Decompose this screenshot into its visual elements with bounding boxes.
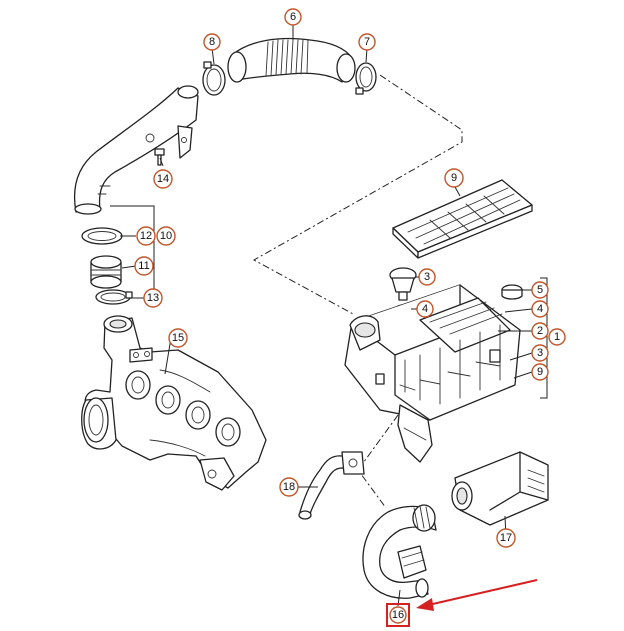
callout-4-group: 4	[531, 300, 549, 318]
callout-9-filter: 9	[444, 168, 464, 188]
callout-4-grommet: 4	[416, 300, 434, 318]
part-9-air-filter	[392, 179, 533, 259]
callout-13: 13	[143, 288, 163, 308]
callout-4-grommet-label: 4	[422, 303, 428, 315]
part-18-breather-hose	[298, 451, 365, 520]
callout-8-label: 8	[209, 36, 215, 48]
callout-11: 11	[134, 256, 154, 276]
callout-16: 16	[389, 606, 407, 624]
callout-1: 1	[548, 328, 566, 346]
callout-1-label: 1	[554, 331, 560, 343]
callout-12: 12	[136, 226, 156, 246]
callout-15: 15	[168, 328, 188, 348]
callout-4-group-label: 4	[537, 303, 543, 315]
callout-17-label: 17	[500, 532, 512, 544]
part-11-coupling-sleeve	[90, 255, 122, 289]
callout-18-label: 18	[283, 481, 295, 493]
callout-8: 8	[203, 33, 221, 51]
part-8-hose-clamp	[202, 61, 226, 96]
part-1-air-cleaner-housing	[344, 284, 521, 463]
callout-14-label: 14	[157, 173, 169, 185]
intake-pipe	[73, 85, 199, 215]
callout-7: 7	[358, 33, 376, 51]
callout-2: 2	[531, 322, 549, 340]
part-6-intake-hose	[227, 37, 356, 83]
callout-10-label: 10	[160, 230, 172, 242]
part-5-cap	[501, 284, 523, 300]
callout-11-label: 11	[138, 260, 149, 272]
callout-3-valve: 3	[418, 268, 436, 286]
callout-3-valve-label: 3	[424, 271, 430, 283]
callout-16-label: 16	[392, 609, 404, 621]
callout-6-label: 6	[290, 11, 296, 23]
callout-9-group: 9	[531, 363, 549, 381]
callout-10: 10	[156, 226, 176, 246]
callout-2-label: 2	[537, 325, 543, 337]
callout-17: 17	[496, 528, 516, 548]
callout-5: 5	[531, 281, 549, 299]
callout-6: 6	[284, 8, 302, 26]
highlight-arrow	[416, 579, 538, 611]
callout-9-group-label: 9	[537, 366, 543, 378]
callout-18: 18	[279, 477, 299, 497]
callout-5-label: 5	[537, 284, 543, 296]
part-15-turbocharger	[81, 315, 267, 491]
callout-13-label: 13	[147, 292, 159, 304]
callout-3-group: 3	[531, 344, 549, 362]
part-13-clamp	[95, 289, 133, 305]
callout-7-label: 7	[364, 36, 370, 48]
part-12-seal-ring	[81, 227, 123, 245]
part-16-intake-duct	[362, 504, 437, 599]
callout-14: 14	[153, 169, 173, 189]
part-3-valve	[389, 267, 417, 301]
callout-3-group-label: 3	[537, 347, 543, 359]
part-17-intake-scoop	[451, 451, 549, 526]
callout-9-filter-label: 9	[451, 172, 457, 184]
leader-lines	[110, 25, 548, 607]
part-7-hose-clamp	[355, 62, 377, 95]
callout-15-label: 15	[172, 332, 184, 344]
part-14-bolt	[154, 148, 165, 166]
highlight-frame	[386, 603, 410, 627]
callout-12-label: 12	[140, 230, 152, 242]
